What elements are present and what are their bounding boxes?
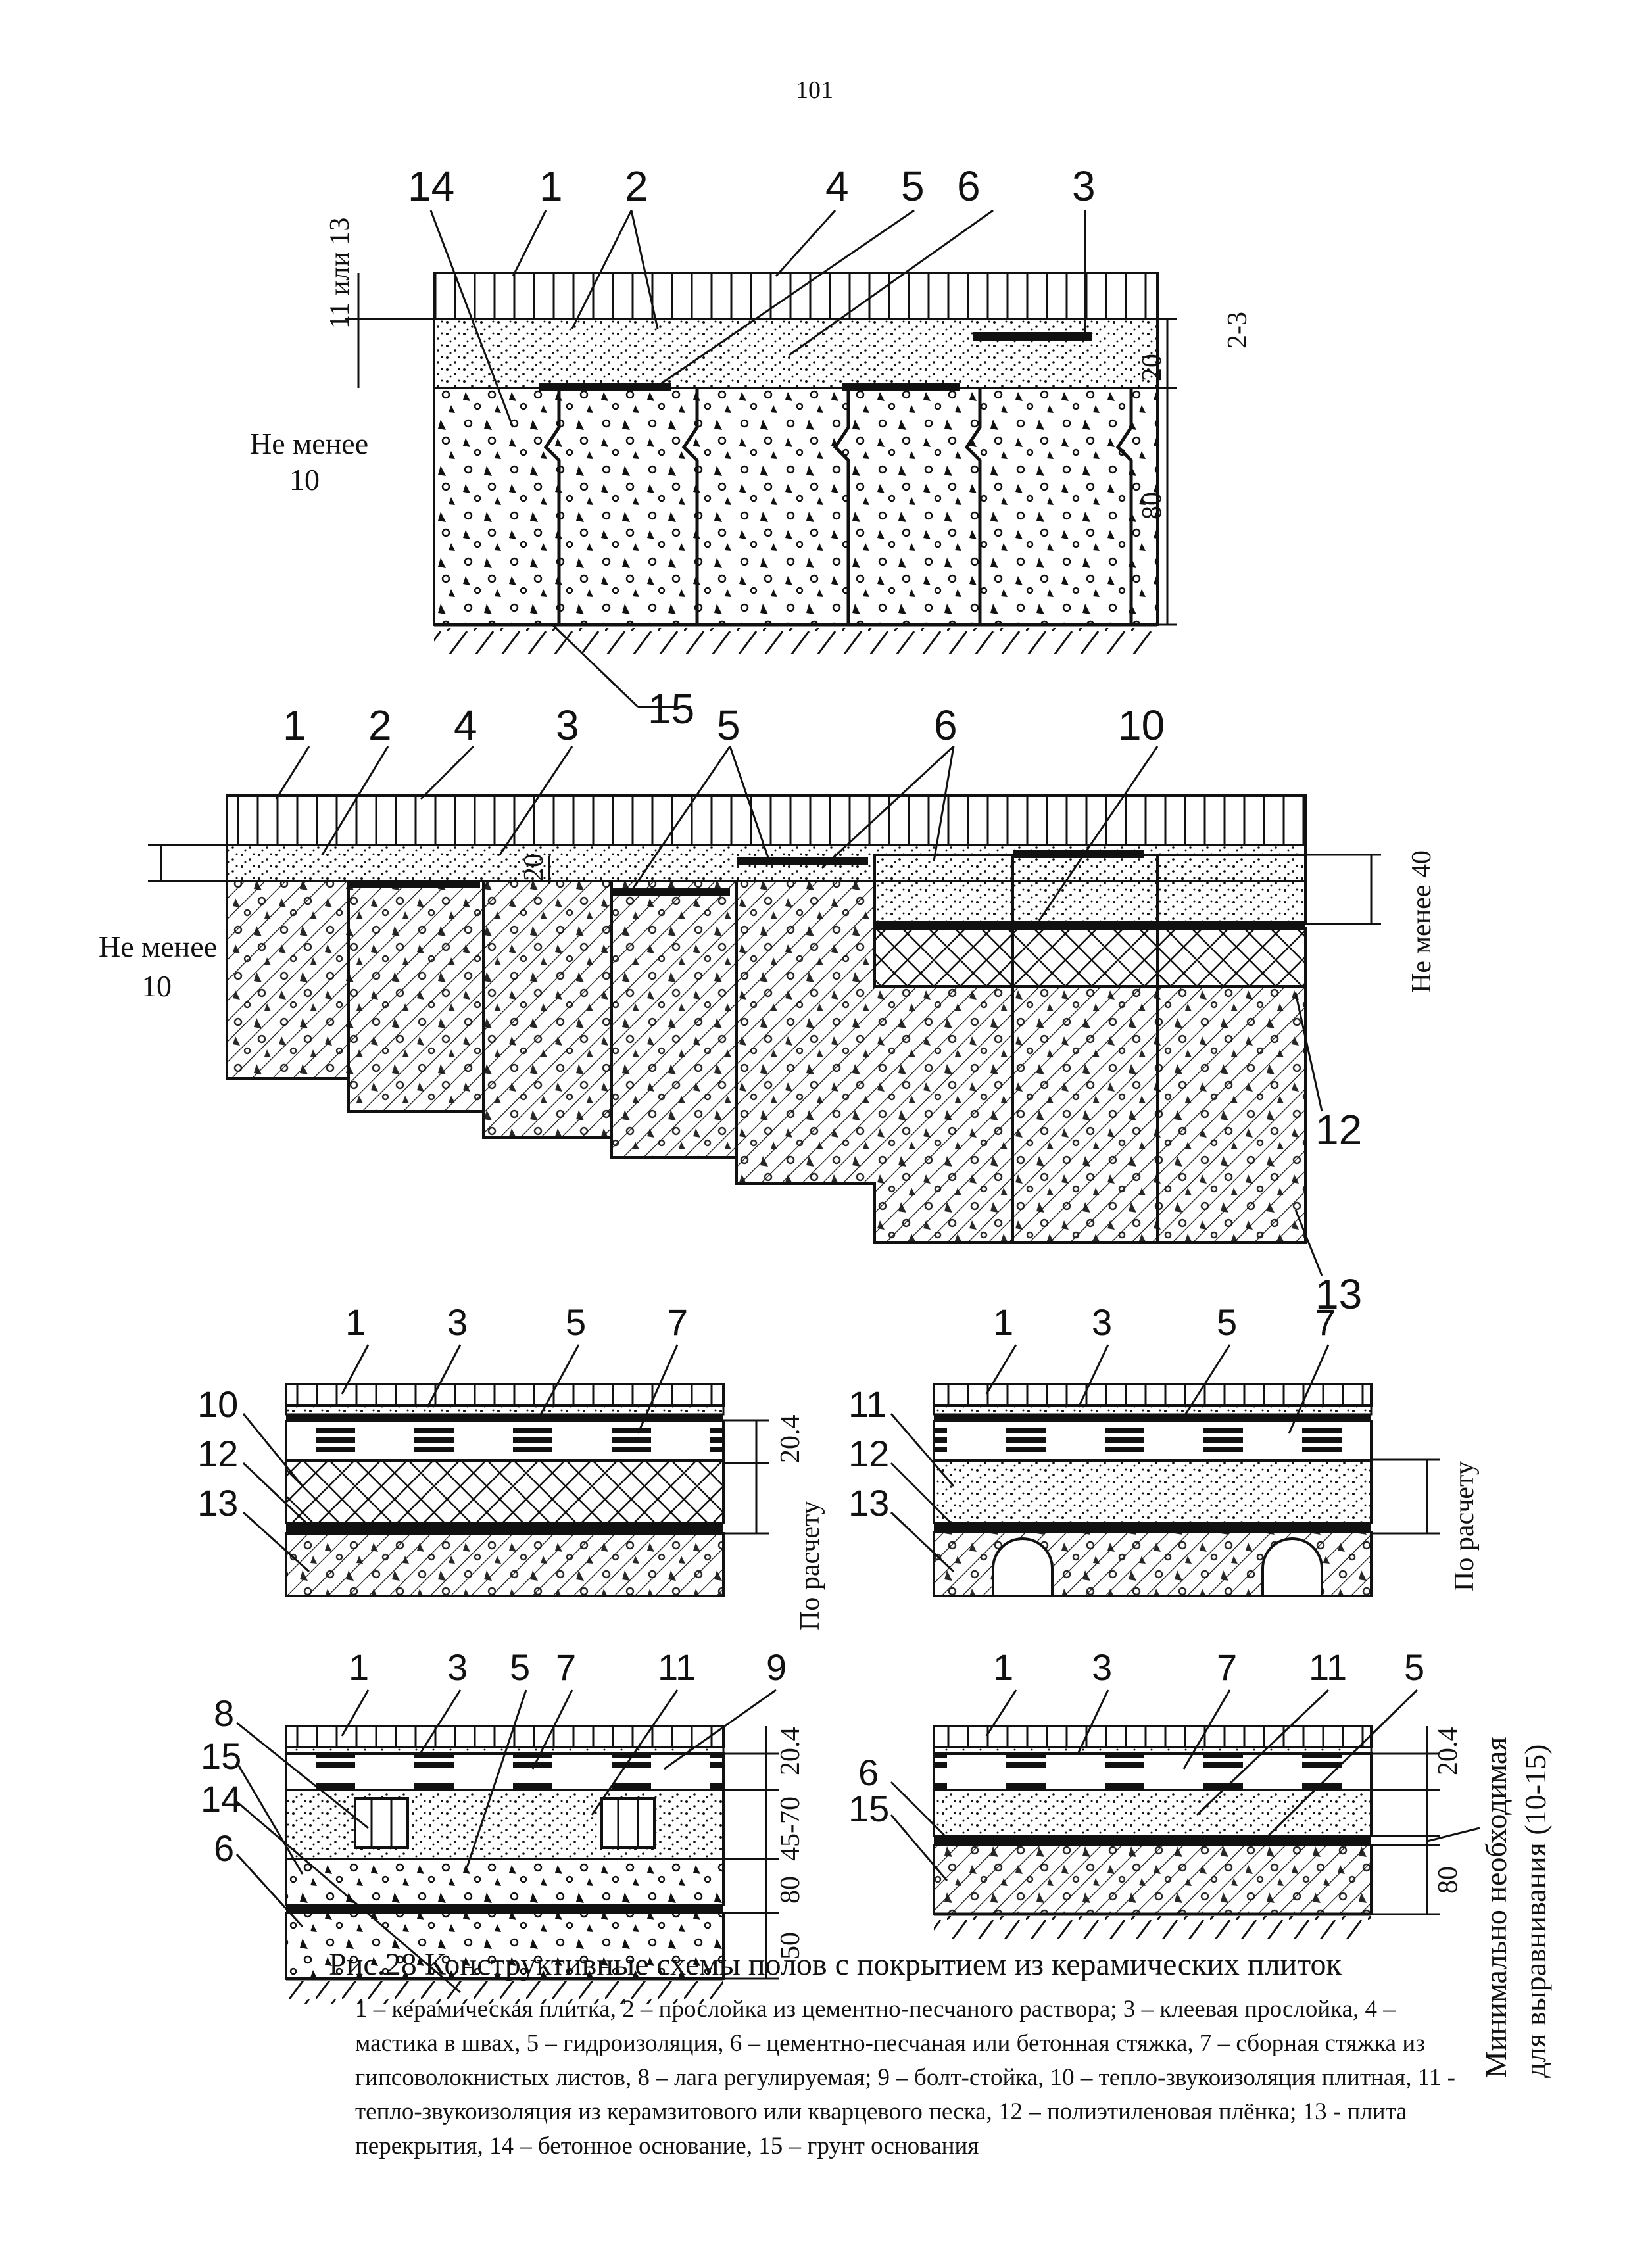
fig-f-note-line2: для выравнивания (10-15)	[1518, 1745, 1552, 2078]
fig-a-label-3: 3	[1072, 162, 1096, 210]
fig-e-label-7: 7	[556, 1647, 576, 1688]
fig-c-label-3: 3	[447, 1301, 468, 1343]
fig-e-label-14: 14	[201, 1778, 241, 1819]
fig-e-label-6: 6	[214, 1827, 234, 1869]
fig-e-dim-45-70: 45-70	[775, 1796, 806, 1861]
fig-e-label-3: 3	[447, 1647, 468, 1688]
fig-f-label-15: 15	[848, 1788, 889, 1829]
fig-f-dim-80: 80	[1433, 1866, 1463, 1894]
figure-a: 14 1 2 4 5 6 3 15 11 или 13 2-3 20 80 Не…	[250, 162, 1253, 733]
fig-c-label-1: 1	[345, 1301, 366, 1343]
fig-a-label-15: 15	[648, 685, 694, 733]
fig-f-label-6: 6	[858, 1752, 879, 1793]
fig-d-label-12: 12	[848, 1433, 889, 1474]
fig-c-label-12: 12	[197, 1433, 238, 1474]
page-number: 101	[796, 76, 833, 104]
fig-c-label-13: 13	[197, 1482, 238, 1524]
fig-a-dim-tile: 11 или 13	[325, 218, 355, 329]
fig-a-label-4: 4	[825, 162, 849, 210]
fig-a-dim-2-3: 2-3	[1223, 312, 1253, 349]
fig-b-label-13: 13	[1315, 1270, 1362, 1318]
fig-c-label-7: 7	[668, 1301, 688, 1343]
fig-b-label-10: 10	[1118, 702, 1165, 749]
fig-a-note-line1: Не менее	[250, 427, 368, 460]
fig-a-dim-80: 80	[1137, 492, 1167, 519]
figure-e: 1 3 5 7 11 9 8 15 14 6 20.4 45-70 80 50	[201, 1647, 806, 2004]
fig-a-label-1: 1	[539, 162, 563, 210]
fig-d-label-7: 7	[1315, 1301, 1336, 1343]
figure-b: 1 2 4 3 5 6 10 12 13 20 Не менее 40 Не м…	[99, 702, 1437, 1318]
figure-caption-title: Рис.28 Конструктивные схемы полов с покр…	[329, 1947, 1342, 1982]
fig-c-dim-20-4: 20.4	[775, 1415, 806, 1464]
figure-f: 1 3 7 11 5 6 15 20.4 80 Минимально необх…	[848, 1647, 1552, 2078]
fig-d-label-5: 5	[1217, 1301, 1237, 1343]
fig-c-dim-calc: По расчету	[795, 1501, 825, 1631]
fig-e-label-11: 11	[658, 1647, 696, 1688]
fig-f-label-11: 11	[1309, 1647, 1347, 1688]
figure-c: 1 3 5 7 10 12 13 20.4 По расчету	[197, 1301, 825, 1631]
fig-f-note-line1: Минимально необходимая	[1479, 1737, 1513, 2078]
fig-e-dim-50: 50	[775, 1932, 806, 1960]
fig-b-dim-min40: Не менее 40	[1407, 850, 1437, 993]
fig-b-label-1: 1	[283, 702, 306, 749]
fig-a-label-14: 14	[408, 162, 454, 210]
fig-b-label-6: 6	[934, 702, 958, 749]
fig-b-dim-20: 20	[519, 854, 549, 881]
fig-f-label-7: 7	[1217, 1647, 1237, 1688]
fig-b-note-line2: 10	[141, 969, 172, 1003]
fig-b-label-3: 3	[556, 702, 579, 749]
fig-f-label-5: 5	[1404, 1647, 1424, 1688]
fig-a-label-2: 2	[625, 162, 648, 210]
fig-d-label-11: 11	[848, 1384, 887, 1425]
fig-d-dim-calc: По расчету	[1449, 1461, 1480, 1591]
fig-b-label-2: 2	[368, 702, 392, 749]
fig-a-note-line2: 10	[289, 463, 320, 496]
fig-b-label-5: 5	[717, 702, 741, 749]
fig-b-note-line1: Не менее	[99, 930, 217, 963]
fig-f-dim-20-4: 20.4	[1433, 1727, 1463, 1776]
fig-b-label-12: 12	[1315, 1106, 1362, 1153]
fig-a-label-6: 6	[957, 162, 981, 210]
figure-caption-legend: 1 – керамическая плитка, 2 – прослойка и…	[355, 1996, 1455, 2159]
fig-d-label-3: 3	[1092, 1301, 1112, 1343]
fig-d-label-13: 13	[848, 1482, 889, 1524]
fig-f-label-3: 3	[1092, 1647, 1112, 1688]
fig-e-label-5: 5	[510, 1647, 530, 1688]
fig-d-label-1: 1	[993, 1301, 1013, 1343]
fig-e-label-8: 8	[214, 1693, 234, 1734]
figure-d: 1 3 5 7 11 12 13 По расчету	[848, 1301, 1480, 1597]
fig-e-label-1: 1	[349, 1647, 369, 1688]
fig-b-label-4: 4	[454, 702, 477, 749]
fig-f-label-1: 1	[993, 1647, 1013, 1688]
fig-a-dim-20: 20	[1137, 354, 1167, 381]
fig-e-dim-80: 80	[775, 1876, 806, 1904]
fig-c-label-5: 5	[566, 1301, 586, 1343]
fig-e-label-15: 15	[201, 1735, 241, 1777]
fig-e-dim-20-4: 20.4	[775, 1727, 806, 1776]
fig-a-label-5: 5	[901, 162, 925, 210]
fig-e-label-9: 9	[766, 1647, 787, 1688]
fig-c-label-10: 10	[197, 1384, 238, 1425]
